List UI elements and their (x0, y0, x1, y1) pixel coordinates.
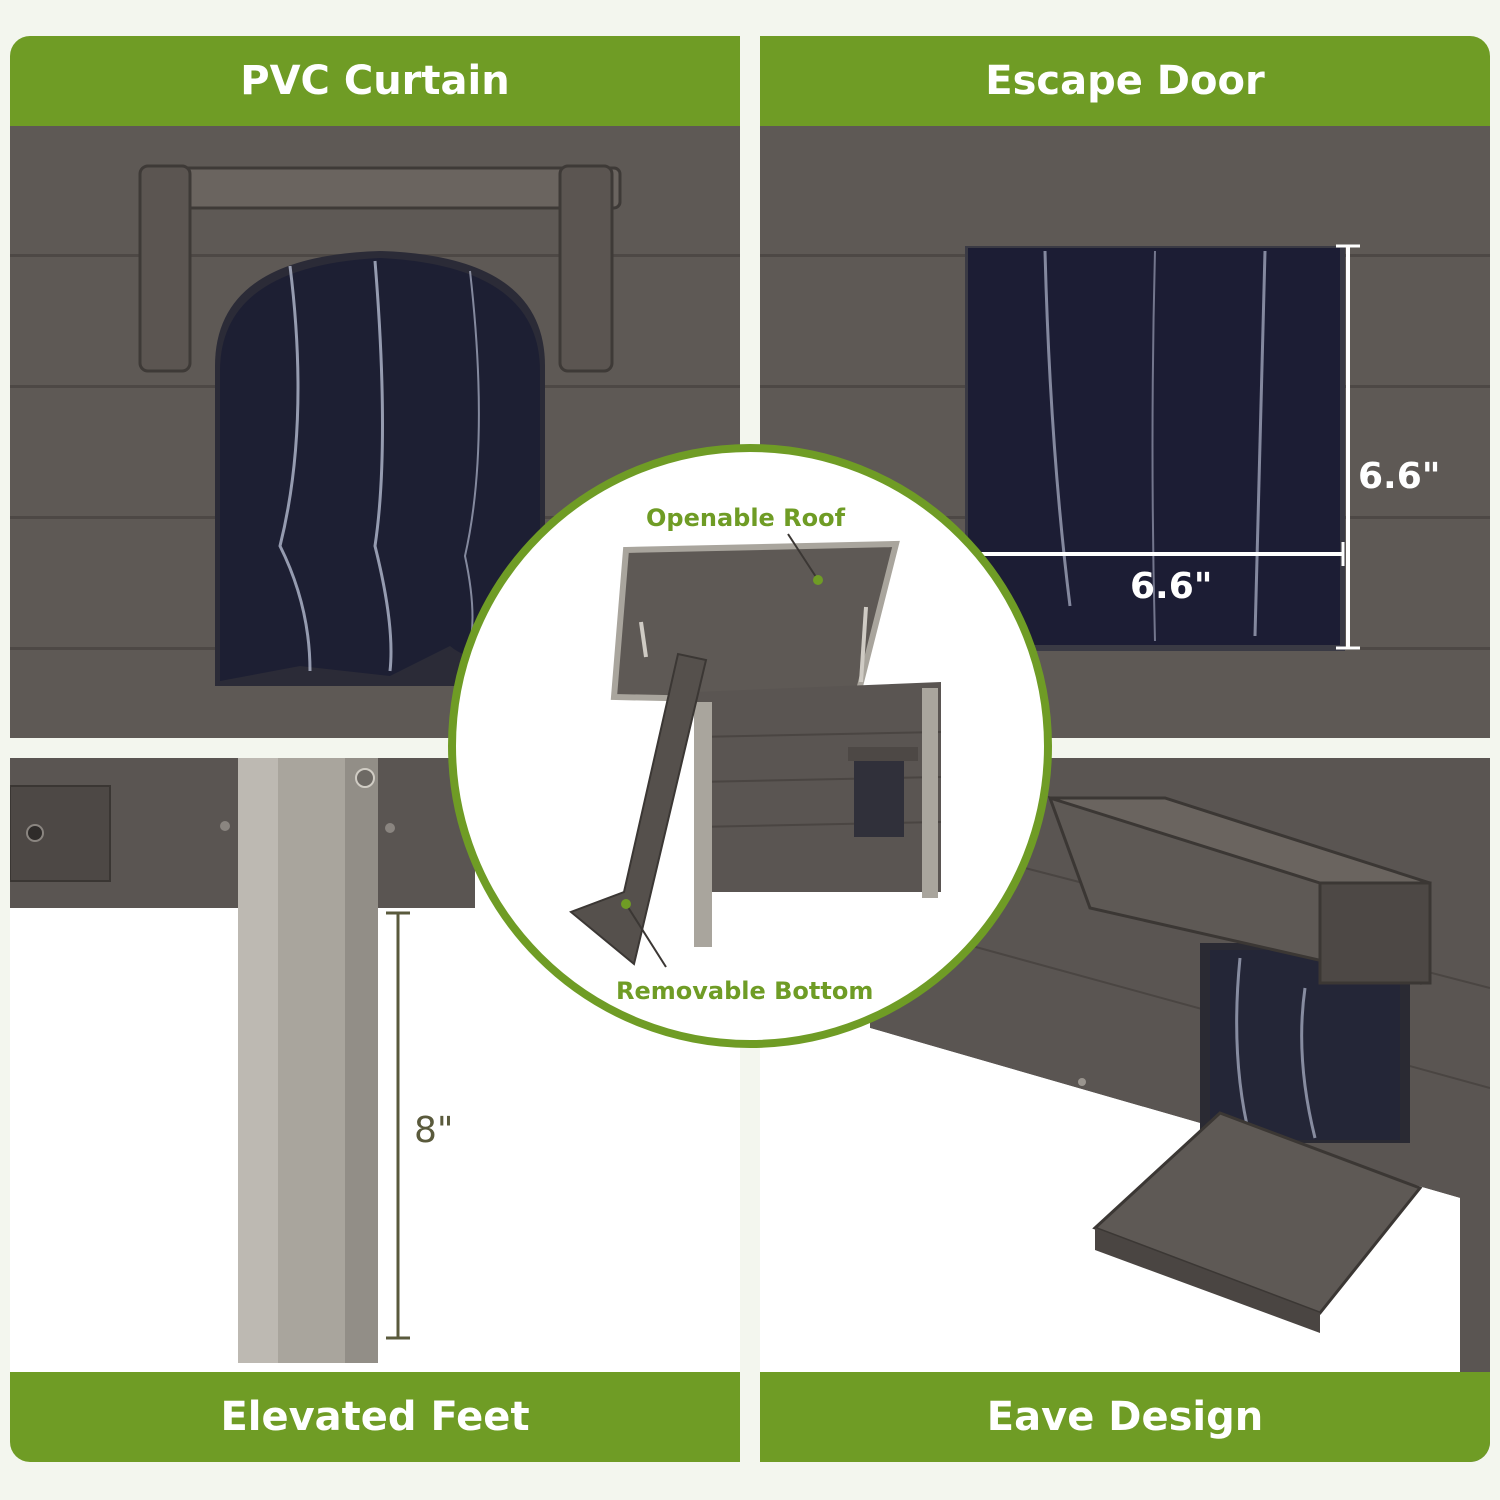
escape-door-height-label: 6.6" (1358, 456, 1441, 497)
callout-openable-roof: Openable Roof (646, 504, 846, 532)
callout-removable-bottom: Removable Bottom (616, 977, 874, 1005)
center-detail-circle: Openable Roof Removable Bottom (448, 444, 1052, 1048)
pvc-curtain-illustration (138, 164, 622, 686)
panel-title-escape-door: Escape Door (760, 36, 1490, 126)
eave-design-illustration (869, 758, 1490, 1462)
escape-door-illustration (965, 244, 1360, 651)
house-open-illustration (569, 533, 942, 968)
panel-escape-door: Escape Door 6.6" 6.6" (760, 36, 1490, 738)
elevated-feet-illustration (10, 758, 475, 1363)
escape-door-photo: 6.6" 6.6" (760, 126, 1490, 738)
escape-door-width-label: 6.6" (1130, 566, 1213, 607)
panel-title-elevated-feet: Elevated Feet (10, 1372, 740, 1462)
panel-title-pvc-curtain: PVC Curtain (10, 36, 740, 126)
elevated-feet-height-label: 8" (414, 1110, 454, 1151)
panel-title-eave-design: Eave Design (760, 1372, 1490, 1462)
